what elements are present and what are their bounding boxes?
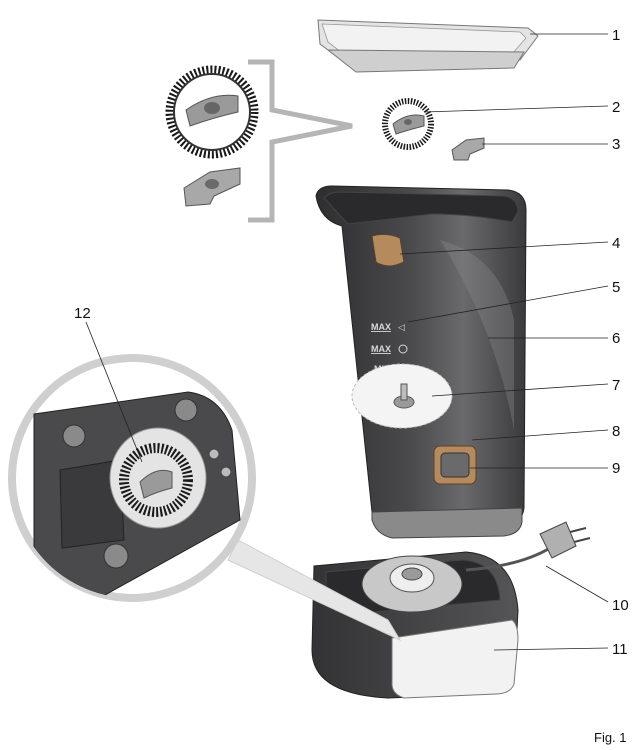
callout-1: 1 — [612, 27, 620, 44]
callout-10: 10 — [612, 597, 629, 614]
whisk-bracket — [248, 59, 353, 223]
magnifier — [8, 354, 256, 602]
figure-label: Fig. 1 — [594, 730, 627, 745]
lid — [317, 19, 539, 73]
base — [311, 521, 591, 699]
callout-3: 3 — [612, 136, 620, 153]
jug: MAX ◁ MAX MIN — [315, 185, 527, 539]
heat-symbol-icon — [398, 344, 408, 354]
whisk — [382, 98, 434, 150]
whisk-holder — [451, 137, 485, 161]
max-heat-mark: MAX — [371, 344, 391, 354]
callout-11: 11 — [612, 641, 628, 658]
callout-8: 8 — [612, 423, 620, 440]
callout-6: 6 — [612, 330, 620, 347]
callout-2: 2 — [612, 99, 620, 116]
callout-12: 12 — [74, 305, 91, 322]
froth-symbol-icon: ◁ — [398, 322, 405, 332]
whisk-large — [165, 65, 259, 159]
callout-4: 4 — [612, 235, 620, 252]
callout-5: 5 — [612, 279, 620, 296]
callout-9: 9 — [612, 460, 620, 477]
whisk-holder-large — [183, 167, 241, 207]
max-froth-mark: MAX — [371, 322, 391, 332]
callout-7: 7 — [612, 377, 620, 394]
leader-lines — [85, 33, 609, 651]
